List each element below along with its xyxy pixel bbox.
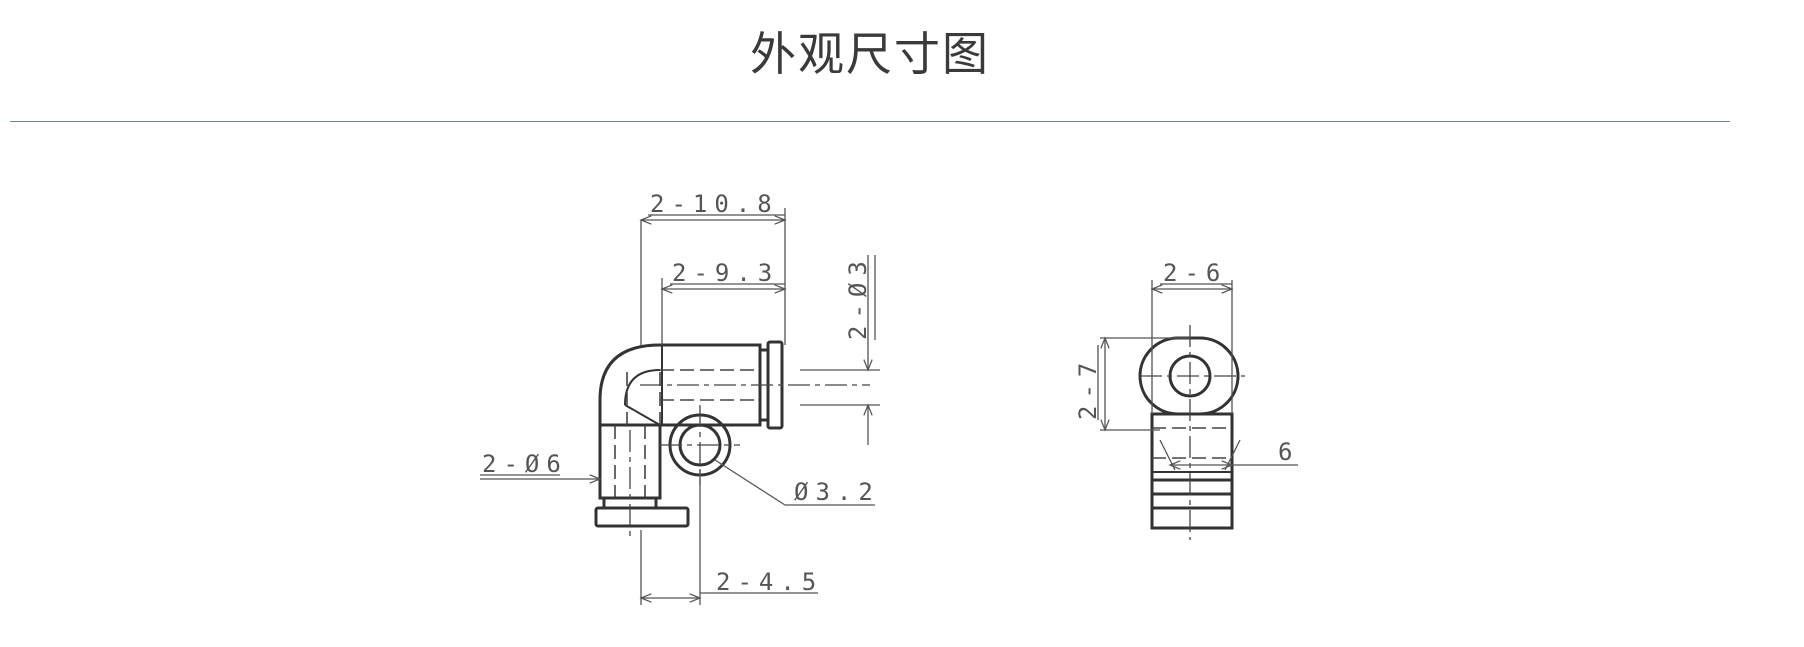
dim-label-2-7: 2-7 — [1074, 356, 1102, 420]
dim-label-2-dia-6: 2-Ø6 — [482, 450, 568, 478]
page-title: 外观尺寸图 — [750, 27, 990, 81]
dim-label-2-10-8: 2-10.8 — [650, 190, 779, 218]
dim-label-dia-3-2: Ø3.2 — [794, 478, 880, 506]
side-view — [1138, 325, 1245, 540]
dim-label-6: 6 — [1278, 438, 1299, 466]
dim-label-2-4-5: 2-4.5 — [716, 568, 823, 596]
dim-label-2-6: 2-6 — [1163, 259, 1227, 287]
side-dimensions — [1097, 280, 1298, 471]
title-divider — [10, 121, 1730, 122]
dim-label-2-dia-3: 2-Ø3 — [844, 254, 872, 340]
front-view — [594, 340, 870, 540]
dim-label-2-9-3: 2-9.3 — [672, 259, 779, 287]
front-dimensions — [480, 208, 880, 605]
